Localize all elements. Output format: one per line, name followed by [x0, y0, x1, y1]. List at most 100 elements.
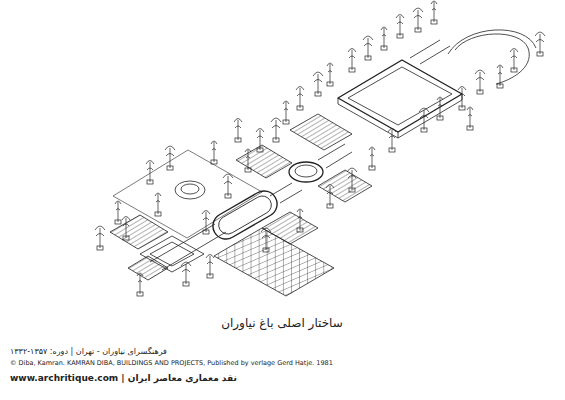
tree-trunk	[352, 50, 353, 70]
tree	[326, 185, 334, 209]
tree-base	[327, 82, 333, 86]
tree-base	[235, 138, 241, 142]
tree-canopy	[283, 101, 289, 110]
tree	[115, 201, 121, 224]
tree-base	[315, 92, 321, 96]
tree-base	[123, 236, 129, 240]
credit-line-slot: © Diba, Kamran. KAMRAN DIBA, BUILDINGS A…	[10, 359, 333, 367]
round-platform	[289, 162, 323, 182]
tree-base	[381, 46, 387, 50]
terrace	[455, 34, 529, 84]
tree-canopy	[234, 119, 242, 129]
round-platform-inner	[295, 165, 317, 177]
tree-canopy	[458, 87, 466, 97]
tree-canopy	[181, 262, 191, 272]
tree	[458, 87, 466, 111]
tree-canopy	[535, 32, 545, 42]
tree-canopy	[431, 1, 437, 10]
tree	[122, 217, 130, 241]
tree-canopy	[437, 97, 443, 106]
tree-trunk	[286, 102, 287, 122]
tree	[155, 193, 161, 216]
tree-canopy	[381, 27, 387, 36]
tree-trunk	[384, 28, 385, 48]
stairs	[290, 114, 352, 150]
tree-canopy	[202, 211, 210, 221]
tree-base	[147, 180, 153, 184]
tree-base	[497, 84, 503, 88]
tree-trunk	[186, 264, 187, 284]
fountain	[175, 181, 205, 199]
tree-base	[225, 194, 231, 198]
stairs	[128, 256, 168, 280]
tree-trunk	[424, 110, 425, 130]
tree-trunk	[100, 228, 101, 248]
tree-canopy	[396, 15, 404, 25]
credit-line: فرهنگسرای نیاوران - تهران | دوره: ۱۳۵۷-۱…	[10, 347, 167, 356]
tree	[475, 70, 485, 94]
tree-canopy	[223, 174, 233, 184]
tree-canopy	[155, 193, 161, 202]
tree-base	[203, 230, 209, 234]
tree-canopy	[363, 36, 373, 46]
tree-trunk	[330, 64, 331, 84]
tree-canopy	[347, 168, 357, 178]
tree-canopy	[122, 217, 130, 227]
tree-trunk	[318, 74, 319, 94]
tree	[223, 174, 233, 198]
tree-trunk	[238, 120, 239, 140]
tree-canopy	[211, 141, 217, 150]
tree-base	[155, 212, 161, 216]
tree	[510, 49, 518, 73]
tree-base	[437, 116, 443, 120]
tree-base	[537, 52, 543, 56]
tree-base	[207, 274, 213, 278]
tree-trunk	[368, 38, 369, 58]
title-slot: ساختار اصلی باغ نیاوران	[221, 316, 343, 330]
tree-canopy	[497, 65, 503, 74]
tree	[431, 1, 437, 24]
big-pool-inner	[348, 67, 452, 125]
grid-paving	[214, 228, 334, 296]
tree-base	[273, 138, 279, 142]
tree-base	[137, 292, 143, 296]
tree-trunk	[440, 98, 441, 118]
tree-trunk	[400, 16, 401, 36]
tree-trunk	[434, 2, 435, 22]
tree	[347, 168, 357, 192]
pool-edge	[338, 94, 462, 138]
tree-canopy	[413, 8, 423, 18]
tree-canopy	[475, 70, 485, 80]
tree-base	[415, 28, 421, 32]
credit-line: www.archritique.com | نقد معماری معاصر ا…	[10, 373, 237, 383]
trees	[95, 1, 545, 296]
tree-canopy	[297, 209, 303, 218]
pool	[140, 236, 204, 272]
tree	[283, 101, 289, 124]
tree	[348, 49, 356, 73]
tree	[202, 211, 210, 235]
tree-base	[183, 282, 189, 286]
tree-trunk	[392, 130, 393, 150]
tree-base	[431, 20, 437, 24]
tree-trunk	[276, 120, 277, 140]
credit-line-slot: فرهنگسرای نیاوران - تهران | دوره: ۱۳۵۷-۱…	[10, 347, 167, 356]
tree-canopy	[348, 49, 356, 59]
tree-base	[297, 228, 303, 232]
tree	[206, 255, 214, 279]
tree	[146, 161, 154, 185]
tree-trunk	[418, 10, 419, 30]
tree-trunk	[170, 148, 171, 168]
tree	[245, 149, 251, 172]
tree-trunk	[228, 176, 229, 196]
tree-trunk	[206, 212, 207, 232]
tree-trunk	[210, 256, 211, 276]
tree	[437, 97, 443, 120]
tree	[388, 129, 396, 153]
tree-trunk	[300, 88, 301, 108]
tree	[297, 209, 303, 232]
tree-base	[97, 246, 103, 250]
tree-trunk	[514, 50, 515, 70]
tree-canopy	[369, 147, 375, 156]
